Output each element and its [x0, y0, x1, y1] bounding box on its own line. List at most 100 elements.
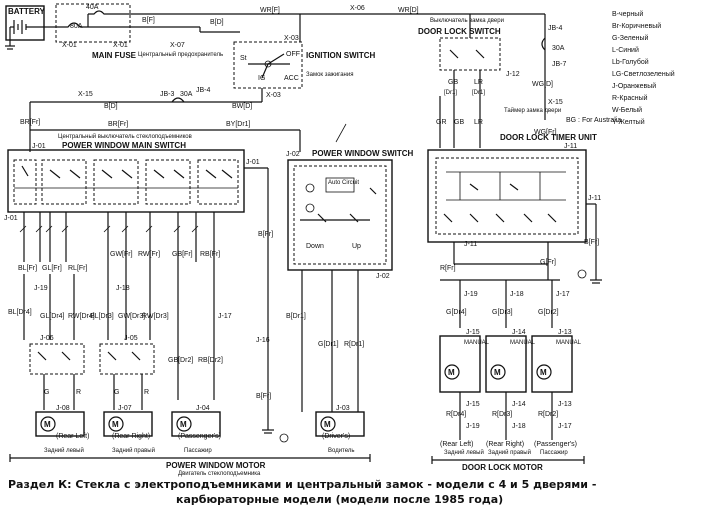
rbfr-label: RB[Fr] — [200, 251, 220, 258]
passenger-ru: Пассажир — [184, 448, 212, 454]
gldr4-label: GL[Dr4] — [40, 313, 65, 320]
j17-label: J-17 — [218, 313, 232, 320]
door-lock-switch-label: DOOR LOCK SWITCH — [418, 27, 501, 36]
bf-wire-label: B[F] — [142, 17, 155, 24]
legend-entry: G-Зеленый — [612, 34, 649, 42]
j13-label: J-13 — [558, 329, 572, 336]
pw-wires: BL[Fr] GL[Fr] RL[Fr] GW[Fr] RW[Fr] GB[Fr… — [8, 212, 232, 400]
j16-label: J-16 — [256, 337, 270, 344]
jb-fuse-column: JB-4 30A JB-7 WG[D] X-15 — [532, 14, 567, 120]
j06-label: J-06 — [40, 335, 54, 342]
rbdr2-label: RB[Dr2] — [198, 357, 223, 364]
passenger-motor: J-04 M (Passenger's) Пассажир — [171, 405, 221, 454]
pw-main-label: POWER WINDOW MAIN SWITCH — [62, 141, 186, 150]
ign-off-label: OFF — [286, 51, 300, 58]
ign-ig-label: IG — [258, 75, 265, 82]
rdr4-label: R[Dr4] — [446, 411, 466, 418]
j19b-label: J-19 — [464, 291, 478, 298]
relay-label-3: MANUAL — [556, 340, 582, 346]
j17c-label: J-17 — [558, 423, 572, 430]
battery-label: BATTERY — [8, 7, 46, 16]
bfr-label: B[Fr] — [258, 231, 273, 238]
gfr-label: G[Fr] — [540, 259, 556, 266]
timer-ru: Таймер замка двери — [504, 107, 561, 114]
j02-label-b: J-02 — [376, 273, 390, 280]
dl-passenger-label: (Passenger's) — [534, 441, 577, 448]
j11-label-c: J-11 — [464, 241, 477, 248]
j03-label: J-03 — [336, 405, 350, 412]
gwdr3-label: GW[Dr3] — [118, 313, 145, 320]
legend-entry: LG-Светлозеленый — [612, 70, 675, 78]
rear-left-switch: J-06 G R J-08 M (Rear Left) Задний левый — [29, 335, 89, 454]
j13b-label: J-13 — [558, 401, 572, 408]
door-lock-motor-label: DOOR LOCK MOTOR — [462, 463, 543, 472]
lr-label: LR — [474, 79, 483, 86]
main-fuse-ru: Центральный предохранитель — [138, 51, 223, 58]
rwdr4-label: RW[Dr4] — [68, 313, 95, 320]
x15-label-a: X-15 — [78, 91, 93, 98]
j08-label: J-08 — [56, 405, 70, 412]
drivers-label: (Driver's) — [322, 433, 350, 440]
dl-rear-left-ru: Задний левый — [444, 449, 484, 456]
auto-circuit-label: Auto Circuit — [328, 180, 359, 186]
bd2-wire-label: B[D] — [104, 103, 118, 110]
power-window-switch: J-02 POWER WINDOW SWITCH Auto Circuit Do… — [286, 123, 414, 280]
main-fuse-label: MAIN FUSE — [92, 51, 137, 60]
j14b-label: J-14 — [512, 401, 526, 408]
legend-entry: R-Красный — [612, 94, 648, 102]
svg-text:M: M — [540, 368, 547, 377]
door-lock-timer-label: DOOR LOCK TIMER UNIT — [500, 133, 597, 142]
svg-text:M: M — [180, 420, 187, 429]
dl-passenger-ru: Пассажир — [540, 450, 568, 456]
j18-label: J-18 — [116, 285, 130, 292]
relay-label-1: MANUAL — [464, 340, 490, 346]
brfr-label: BR[Fr] — [20, 119, 40, 126]
r2-label: R — [144, 389, 149, 396]
pw-main-ru: Центральный выключатель стеклоподъемнико… — [58, 133, 192, 140]
driver-motor: J-03 M (Driver's) Водитель — [315, 405, 365, 454]
x15b-label: X-15 — [548, 99, 563, 106]
gbfr-label: GB[Fr] — [172, 251, 193, 258]
bdl-wire-label: B[D] — [210, 19, 224, 26]
bldr3-label: BL[Dr3] — [90, 313, 114, 320]
rear-right-label: (Rear Right) — [112, 433, 150, 440]
fuse30b-label: 30A — [552, 45, 565, 52]
lrdr1-label: [Dr1] — [472, 90, 485, 96]
x03-label-b: X-03 — [266, 92, 281, 99]
j02-label-a: J-02 — [286, 151, 300, 158]
dl-rear-left-label: (Rear Left) — [440, 441, 473, 448]
passenger-label: (Passenger's) — [178, 433, 221, 440]
gdr3-label: G[Dr3] — [492, 309, 513, 316]
pw-switch-label: POWER WINDOW SWITCH — [312, 149, 414, 158]
j04-label: J-04 — [196, 405, 210, 412]
x03-label-a: X-03 — [284, 35, 299, 42]
blfr-label: BL[Fr] — [18, 265, 37, 272]
ign-acc-label: ACC — [284, 75, 299, 82]
legend-entry: W-Белый — [612, 106, 642, 114]
pw-motor-ru: Двигатель стеклоподъемника — [178, 471, 261, 477]
j15b-label: J-15 — [466, 401, 480, 408]
legend-entry: J-Оранжевый — [612, 82, 656, 90]
rear-right-ru: Задний правый — [112, 447, 155, 454]
j17b-label: J-17 — [556, 291, 570, 298]
gbdr1-label: [Dr1] — [444, 90, 457, 96]
x07-label: X-07 — [170, 42, 185, 49]
rwfr-label: RW[Fr] — [138, 251, 160, 258]
legend-entry: Y-Желтый — [612, 118, 645, 126]
fuse-80a-label: 80A — [70, 23, 83, 30]
legend-entry: B-черный — [612, 10, 643, 18]
door-lock-timer-unit: J-11 J-11 J-11 — [427, 143, 601, 248]
rdr2-label: R[Dr2] — [538, 411, 558, 418]
jb4-label: JB-4 — [196, 87, 211, 94]
j05-label: J-05 — [124, 335, 138, 342]
ign-st-label: St — [240, 55, 247, 62]
svg-text:M: M — [494, 368, 501, 377]
bfr3-label: B[Fr] — [584, 239, 599, 246]
power-window-main-switch: POWER WINDOW MAIN SWITCH J-01 J-01 J-01 — [4, 141, 260, 222]
wgfr-label: WG[Fr] — [534, 129, 557, 136]
legend-entry: L-Синий — [612, 46, 639, 54]
rdr1-label: R[Dr1] — [344, 341, 364, 348]
svg-text:M: M — [44, 420, 51, 429]
ignition-switch: X-03 St OFF IG ACC IGNITION SWITCH Замок… — [233, 35, 376, 102]
gdr2-label: G[Dr2] — [538, 309, 559, 316]
